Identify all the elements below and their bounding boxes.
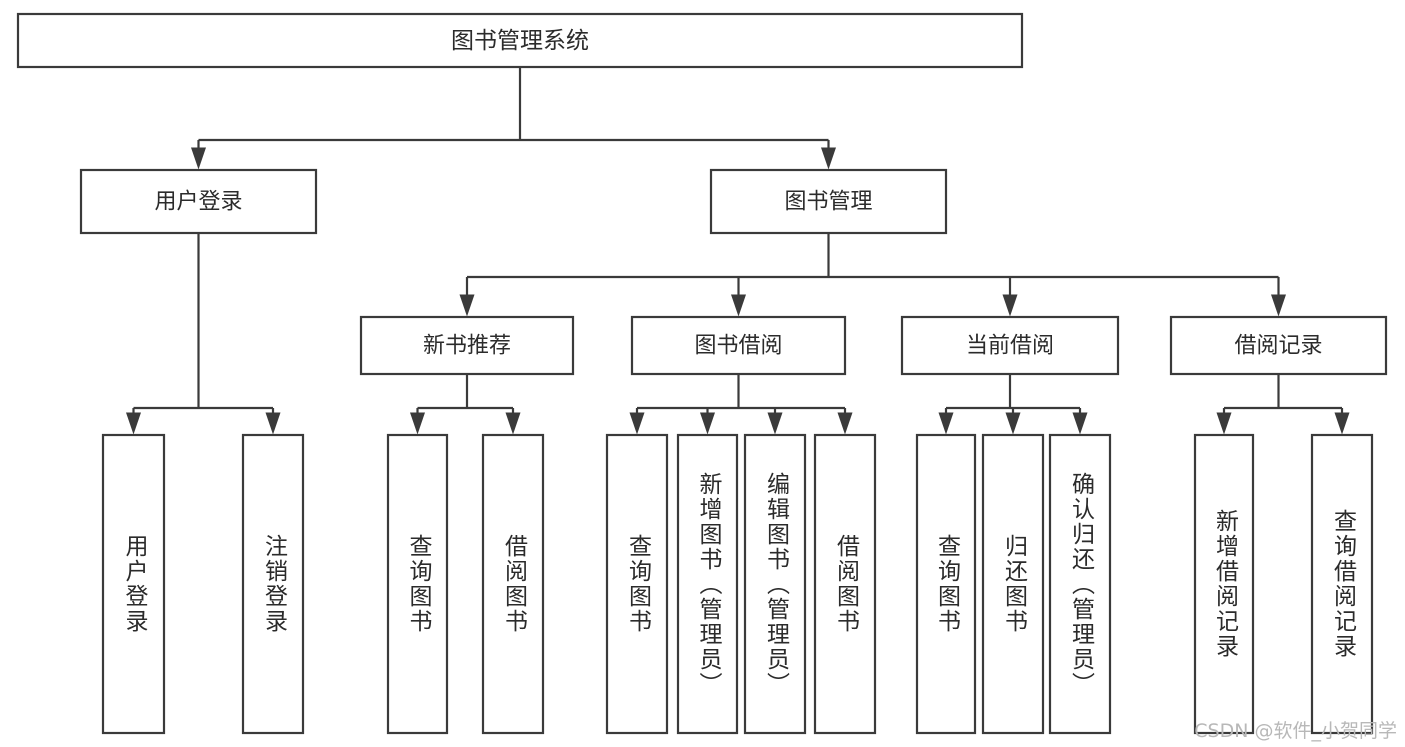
node-leaf-1-rect: [241, 433, 305, 735]
node-root-label: 图书管理系统: [451, 28, 589, 54]
arrow-head-icon: [265, 412, 281, 435]
arrow-head-icon: [700, 412, 715, 435]
node-leaf-7-rect: [813, 433, 877, 735]
node-level3-2-label: 当前借阅: [966, 334, 1054, 359]
arrow-head-icon: [629, 412, 645, 435]
arrow-head-icon: [837, 412, 853, 435]
arrow-head-icon: [191, 147, 206, 170]
node-level2-0-label: 用户登录: [154, 190, 242, 215]
arrow-head-icon: [1002, 294, 1018, 317]
node-leaf-7[interactable]: [813, 433, 877, 735]
node-leaf-3-rect: [481, 433, 545, 735]
node-leaf-9[interactable]: [981, 433, 1045, 735]
arrow-head-icon: [505, 412, 521, 435]
node-leaf-6-rect: [743, 433, 807, 735]
node-leaf-2[interactable]: [386, 433, 449, 735]
node-level3-2[interactable]: 当前借阅: [900, 315, 1120, 376]
arrow-head-icon: [1216, 412, 1232, 435]
node-leaf-12-rect: [1310, 433, 1374, 735]
node-level3-0-rect: [359, 315, 575, 376]
node-leaf-4-rect: [605, 433, 669, 735]
node-level2-1-label: 图书管理: [784, 190, 872, 215]
node-level3-1-label: 图书借阅: [694, 334, 782, 359]
arrow-head-icon: [1072, 412, 1088, 435]
arrow-head-icon: [410, 412, 425, 435]
node-leaf-10-rect: [1048, 433, 1112, 735]
node-root-rect: [16, 12, 1024, 69]
node-leaf-11-rect: [1193, 433, 1255, 735]
node-level2-0-rect: [79, 168, 318, 235]
arrow-head-icon: [126, 412, 141, 435]
node-leaf-3[interactable]: [481, 433, 545, 735]
node-leaf-5-rect: [676, 433, 739, 735]
arrow-head-icon: [459, 294, 475, 317]
node-leaf-8[interactable]: [915, 433, 977, 735]
node-leaf-5[interactable]: [676, 433, 739, 735]
node-level3-3-rect: [1169, 315, 1388, 376]
node-leaf-1[interactable]: [241, 433, 305, 735]
node-leaf-4[interactable]: [605, 433, 669, 735]
node-level2-0[interactable]: 用户登录: [79, 168, 318, 235]
node-level2-1[interactable]: 图书管理: [709, 168, 948, 235]
node-leaf-2-rect: [386, 433, 449, 735]
node-level3-3-label: 借阅记录: [1234, 334, 1322, 359]
node-leaf-6[interactable]: [743, 433, 807, 735]
node-level3-0[interactable]: 新书推荐: [359, 315, 575, 376]
node-leaf-0-rect: [101, 433, 166, 735]
node-level3-1-rect: [630, 315, 847, 376]
arrow-head-icon: [1005, 412, 1021, 435]
node-level3-2-rect: [900, 315, 1120, 376]
arrow-head-icon: [821, 147, 836, 170]
node-level3-3[interactable]: 借阅记录: [1169, 315, 1388, 376]
node-leaf-12[interactable]: [1310, 433, 1374, 735]
node-level2-1-rect: [709, 168, 948, 235]
node-level3-1[interactable]: 图书借阅: [630, 315, 847, 376]
node-leaf-10[interactable]: [1048, 433, 1112, 735]
arrow-head-icon: [1271, 294, 1286, 317]
node-leaf-11[interactable]: [1193, 433, 1255, 735]
node-level3-0-label: 新书推荐: [423, 334, 511, 359]
node-leaf-0[interactable]: [101, 433, 166, 735]
connector-edges: [126, 67, 1350, 435]
arrow-head-icon: [767, 412, 783, 435]
arrow-head-icon: [938, 412, 954, 435]
node-leaf-9-rect: [981, 433, 1045, 735]
node-leaf-8-rect: [915, 433, 977, 735]
arrow-head-icon: [1334, 412, 1350, 435]
arrow-head-icon: [731, 294, 746, 317]
node-root[interactable]: 图书管理系统: [16, 12, 1024, 69]
